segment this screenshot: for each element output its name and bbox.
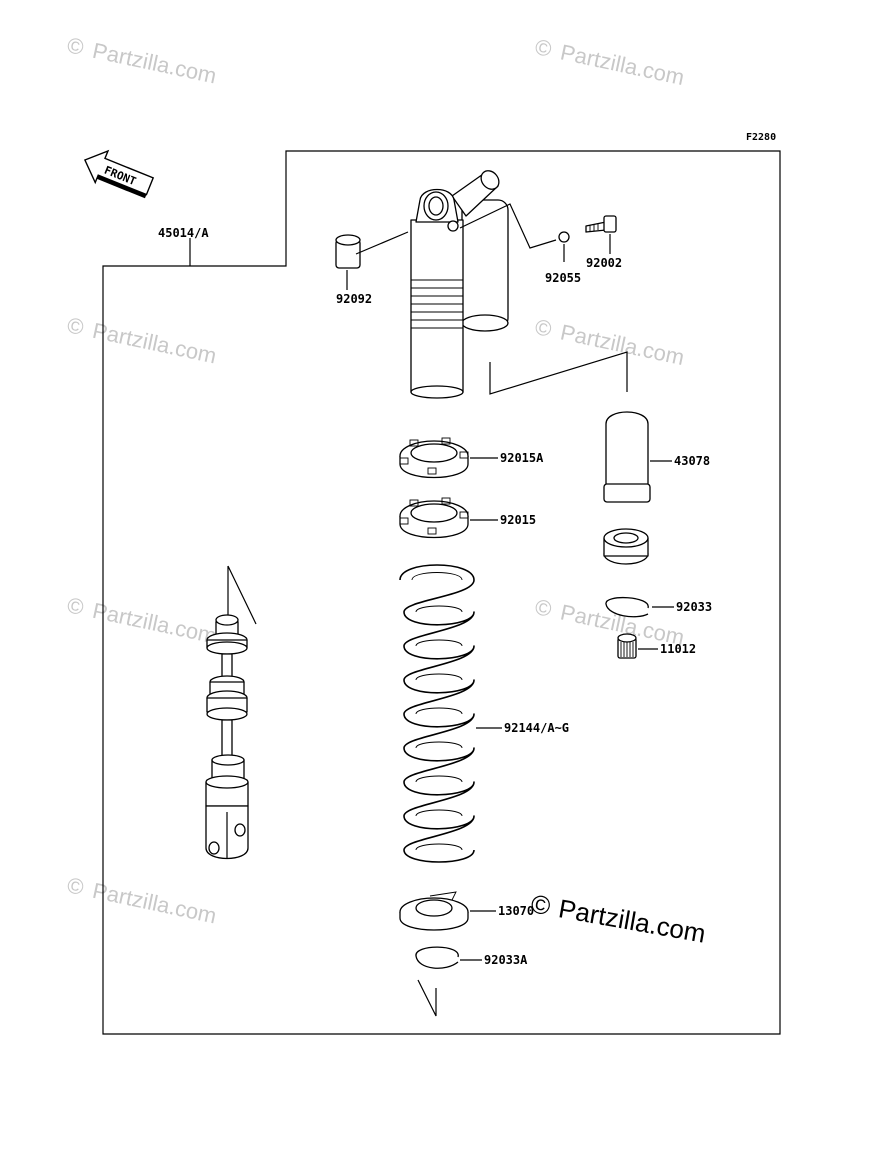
watermark-text: Partzilla.com: [90, 318, 218, 369]
seal-part: [603, 528, 649, 565]
lock-nut-lower-part: [399, 497, 498, 539]
watermark-group: © Partzilla.com © Partzilla.com © Partzi…: [65, 32, 687, 928]
front-arrow-icon: FRONT: [83, 149, 155, 199]
watermark-text: Partzilla.com: [90, 598, 218, 649]
svg-text:©: ©: [65, 312, 86, 340]
o-ring-part: [558, 231, 570, 243]
svg-text:©: ©: [529, 888, 553, 921]
part-label-92002: 92002: [586, 256, 622, 270]
part-label-92055: 92055: [545, 271, 581, 285]
needle-bearing-part: [617, 633, 658, 659]
svg-text:©: ©: [65, 872, 86, 900]
svg-text:©: ©: [533, 314, 554, 342]
part-label-92092: 92092: [336, 292, 372, 306]
brand-watermark: © Partzilla.com: [529, 888, 708, 948]
reservoir-cap-part: [603, 411, 672, 503]
watermark-text: Partzilla.com: [90, 38, 218, 89]
circlip-part: [605, 596, 649, 618]
watermark-text: Partzilla.com: [90, 878, 218, 929]
part-label-92033: 92033: [676, 600, 712, 614]
part-label-92015A: 92015A: [500, 451, 544, 465]
figure-code: F2280: [746, 132, 776, 143]
bushing-part: [335, 231, 409, 269]
circlip-a-part: [415, 946, 459, 969]
part-label-92015: 92015: [500, 513, 536, 527]
shock-body-part: [410, 170, 509, 399]
spring-seat-part: [399, 891, 496, 931]
svg-text:©: ©: [533, 594, 554, 622]
assembly-bracket: [102, 150, 781, 1035]
damper-rod-part: [205, 565, 257, 860]
part-label-11012: 11012: [660, 642, 696, 656]
svg-text:©: ©: [65, 592, 86, 620]
part-label-43078: 43078: [674, 454, 710, 468]
lock-nut-upper-part: [399, 437, 498, 479]
assembly-label: 45014/A: [158, 226, 209, 240]
watermark-text: Partzilla.com: [558, 39, 686, 90]
svg-text:©: ©: [533, 34, 554, 62]
part-label-92033A: 92033A: [484, 953, 528, 967]
part-label-92144: 92144/A~G: [504, 721, 569, 735]
brand-watermark-text: Partzilla.com: [556, 893, 708, 948]
part-label-13070: 13070: [498, 904, 534, 918]
bolt-part: [585, 215, 617, 233]
svg-text:©: ©: [65, 32, 86, 60]
watermark-text: Partzilla.com: [558, 319, 686, 370]
coil-spring-part: [399, 564, 502, 863]
